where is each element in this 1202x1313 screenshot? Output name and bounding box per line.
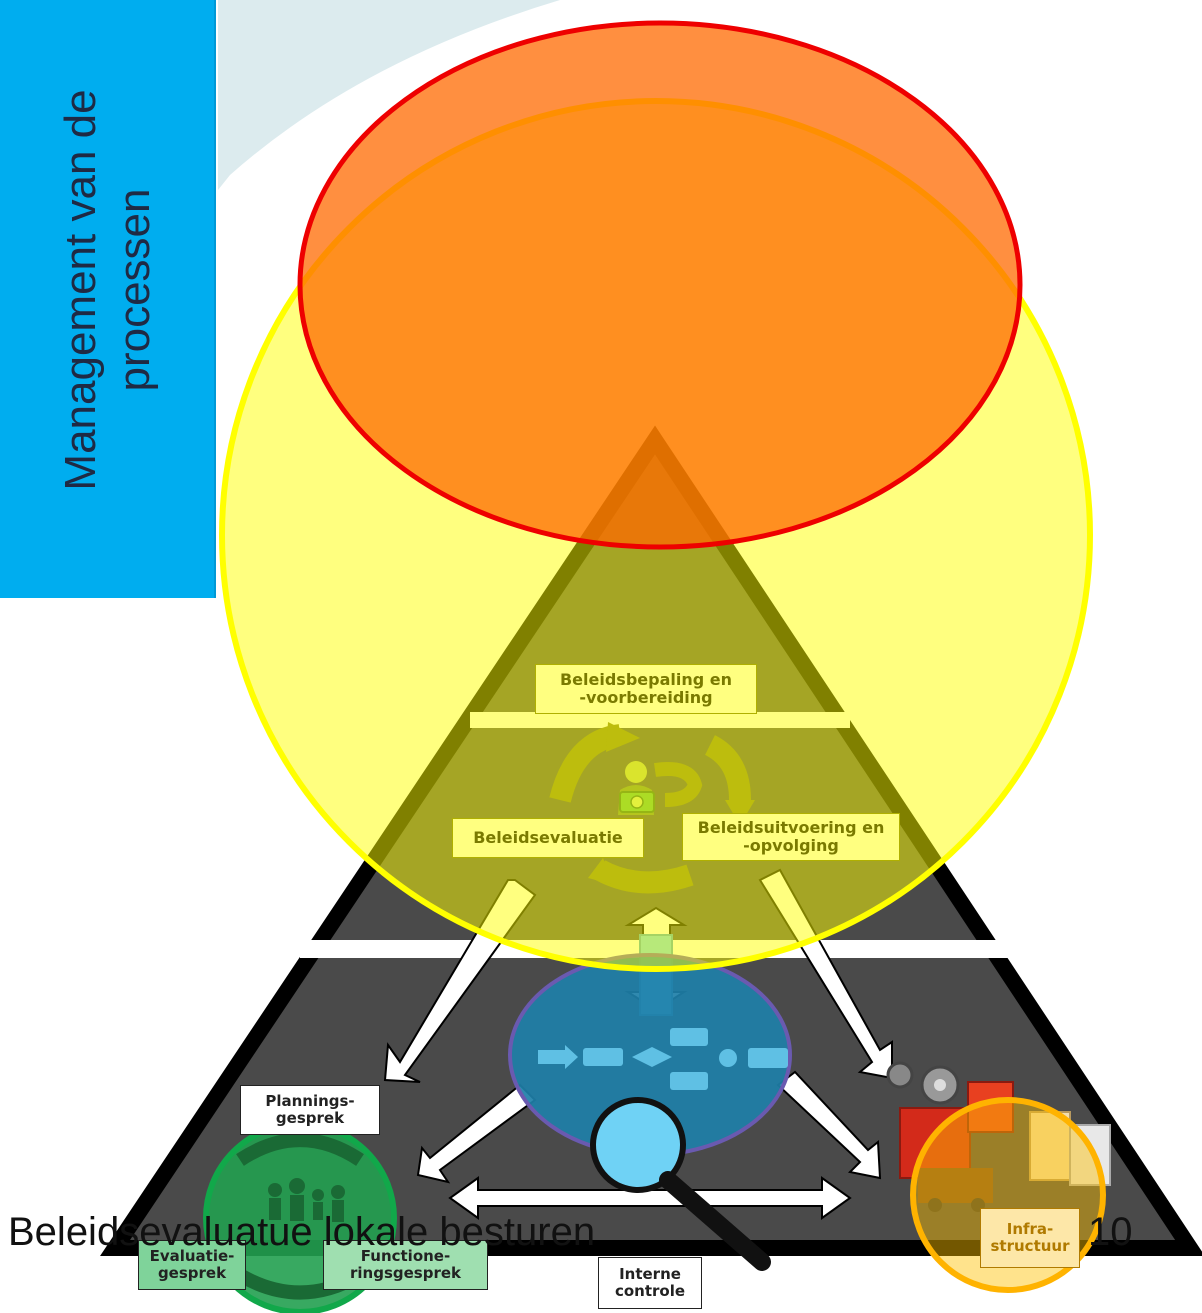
buildings-gears-truck-icon: [886, 1061, 1111, 1212]
arrow-bottom-horizontal: [448, 1176, 852, 1220]
label-policy-execution: Beleidsuitvoering en -opvolging: [682, 813, 900, 861]
page-number: 10: [1088, 1210, 1133, 1254]
label-internal-control: Interne controle: [598, 1257, 702, 1309]
red-highlight-ellipse: [297, 20, 1023, 550]
label-policy-execution-text: Beleidsuitvoering en -opvolging: [697, 817, 885, 855]
label-evaluation-talk-text: Evaluatie- gesprek: [149, 1246, 235, 1282]
label-internal-control-text: Interne controle: [614, 1264, 686, 1300]
sidebar-title: Management van de processen: [56, 89, 159, 491]
arrow-center-to-left: [416, 1083, 537, 1184]
label-functioning-talk: Functione- ringsgesprek: [323, 1240, 488, 1290]
label-infrastructure: Infra- structuur: [980, 1208, 1080, 1268]
label-planning: Plannings- gesprek: [240, 1085, 380, 1135]
label-planning-text: Plannings- gesprek: [265, 1091, 355, 1127]
arrow-center-to-right: [776, 1070, 882, 1180]
background-swoosh: [218, 0, 560, 190]
label-infrastructure-text: Infra- structuur: [990, 1219, 1070, 1255]
label-functioning-talk-text: Functione- ringsgesprek: [349, 1246, 461, 1282]
label-policy-evaluation-text: Beleidsevaluatie: [473, 827, 623, 847]
label-policy-setting-text: Beleidsbepaling en -voorbereiding: [559, 669, 733, 707]
footer-text: Beleidsevaluatue lokale besturen: [8, 1210, 596, 1254]
label-evaluation-talk: Evaluatie- gesprek: [138, 1240, 246, 1290]
label-policy-evaluation: Beleidsevaluatie: [452, 818, 644, 858]
label-policy-setting: Beleidsbepaling en -voorbereiding: [535, 664, 757, 714]
process-flow-magnifier-icon: [508, 934, 792, 1271]
sidebar: Management van de processen: [0, 0, 216, 598]
